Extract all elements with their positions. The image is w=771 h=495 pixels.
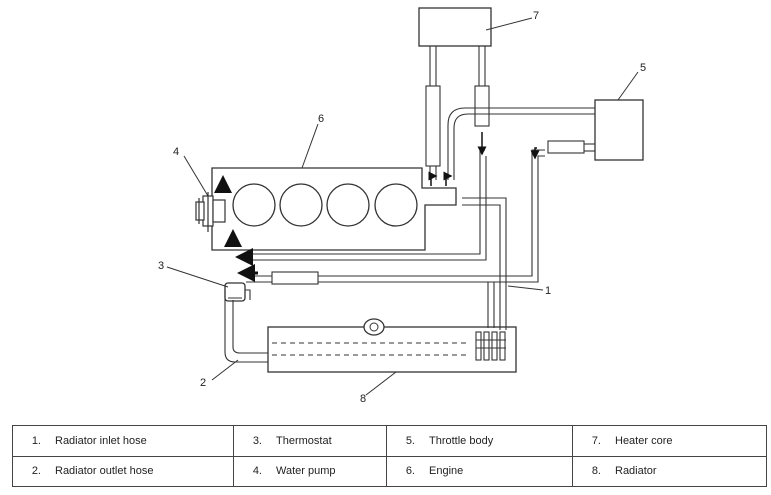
callout-7: 7	[533, 10, 539, 22]
legend-cell: 6.Engine	[386, 455, 573, 487]
callout-4: 4	[173, 146, 179, 158]
callout-3: 3	[158, 260, 164, 272]
legend-cell: 2.Radiator outlet hose	[12, 455, 234, 487]
legend-cell: 4.Water pump	[233, 455, 387, 487]
legend-row: 1.Radiator inlet hose 3.Thermostat 5.Thr…	[12, 425, 767, 457]
cooling-system-diagram: 1 2 3 4 5 6 7 8	[158, 7, 646, 405]
legend-table: 1.Radiator inlet hose 3.Thermostat 5.Thr…	[12, 425, 767, 487]
throttle-body	[594, 99, 644, 161]
legend-cell: 7.Heater core	[572, 425, 767, 457]
legend-cell: 8.Radiator	[572, 455, 767, 487]
heater-core	[418, 7, 492, 47]
engine-cylinders	[232, 183, 418, 227]
legend-row: 2.Radiator outlet hose 4.Water pump 6.En…	[12, 455, 767, 487]
radiator	[267, 326, 517, 373]
callout-1: 1	[545, 285, 551, 297]
callout-leaders	[166, 17, 639, 396]
callout-8: 8	[360, 393, 366, 405]
callout-5: 5	[640, 62, 646, 74]
flow-arrows	[214, 175, 258, 282]
callout-2: 2	[200, 377, 206, 389]
callout-6: 6	[318, 113, 324, 125]
legend-cell: 5.Throttle body	[386, 425, 573, 457]
water-pump	[195, 192, 226, 232]
legend-cell: 1.Radiator inlet hose	[12, 425, 234, 457]
legend-cell: 3.Thermostat	[233, 425, 387, 457]
